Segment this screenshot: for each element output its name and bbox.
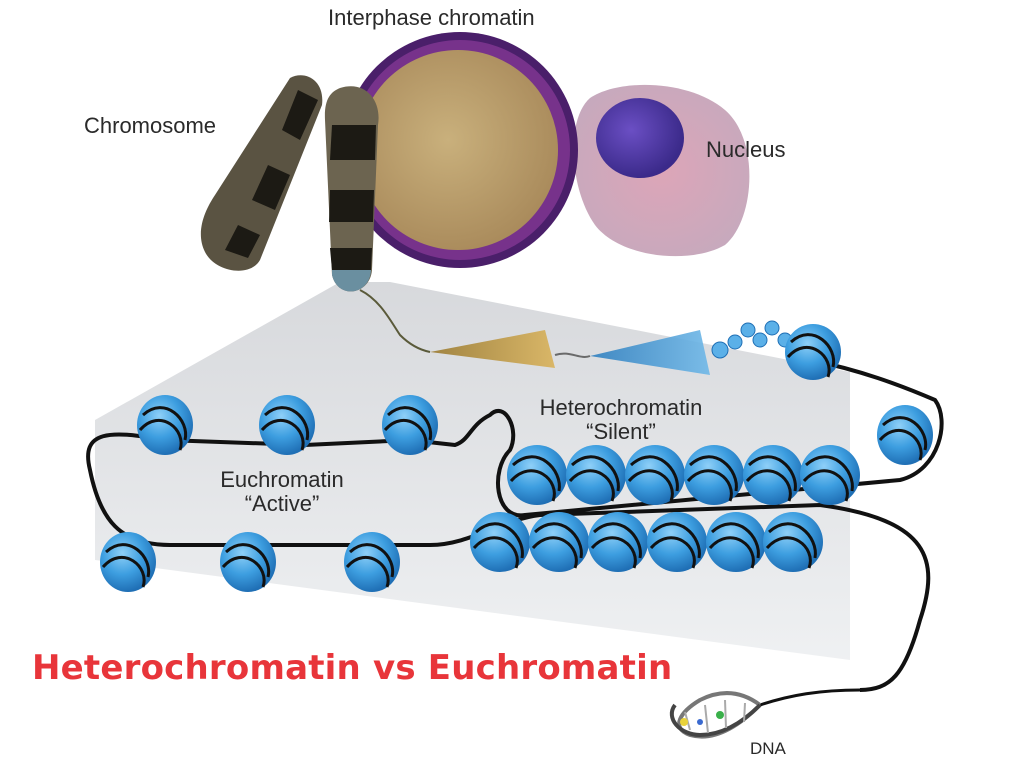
- chromatin-thread: [359, 289, 431, 353]
- dna-fiber-loop: [86, 358, 944, 692]
- label-active: “Active”: [244, 491, 320, 516]
- label-euchromatin: Euchromatin: [220, 467, 344, 492]
- dna-helix: [669, 688, 861, 739]
- label-nucleus: Nucleus: [706, 137, 786, 162]
- page-title: Heterochromatin vs Euchromatin: [32, 648, 673, 688]
- nucleosomes-euchromatin: [100, 395, 438, 592]
- nucleosomes-heterochromatin: [470, 445, 860, 572]
- label-interphase-chromatin: Interphase chromatin: [328, 5, 535, 30]
- nucleosomes-loop: [785, 324, 933, 465]
- interphase-chromatin-sphere: [342, 32, 578, 268]
- label-chromosome: Chromosome: [84, 113, 217, 138]
- label-dna: DNA: [750, 739, 786, 758]
- nucleus-illustration: [573, 84, 750, 257]
- label-heterochromatin: Heterochromatin: [539, 395, 703, 420]
- chromosome-illustration: [200, 75, 379, 292]
- solenoid-fiber: [430, 320, 804, 375]
- label-silent: “Silent”: [586, 419, 656, 444]
